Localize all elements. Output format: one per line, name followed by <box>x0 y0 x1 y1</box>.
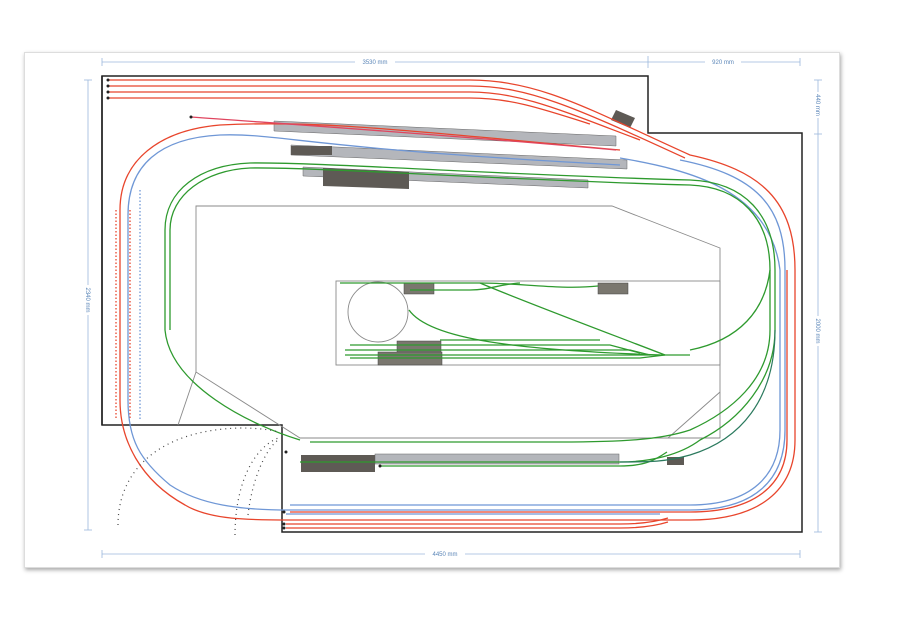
building <box>667 457 684 465</box>
dim-bottom: 4450 mm <box>432 552 457 558</box>
building <box>301 455 375 472</box>
room-wall <box>101 75 803 533</box>
outer-track-red <box>108 79 796 529</box>
dim-left: 2340 mm <box>84 287 90 312</box>
building <box>403 282 435 295</box>
dim-top-main: 3530 mm <box>362 60 387 66</box>
baseboard-outline <box>177 205 721 439</box>
building <box>291 146 332 155</box>
inner-track-teal <box>619 329 776 463</box>
inner-track-green <box>164 162 776 467</box>
buffer-stops <box>106 78 382 530</box>
building <box>323 168 409 189</box>
dim-right-main: 2000 mm <box>814 318 820 343</box>
building <box>396 340 442 354</box>
dim-top-right: 920 mm <box>712 60 734 66</box>
building <box>597 282 629 295</box>
middle-track-blue <box>127 134 786 515</box>
dim-right-top: 440 mm <box>814 94 820 116</box>
dotted-track <box>117 427 281 536</box>
building <box>611 110 635 128</box>
